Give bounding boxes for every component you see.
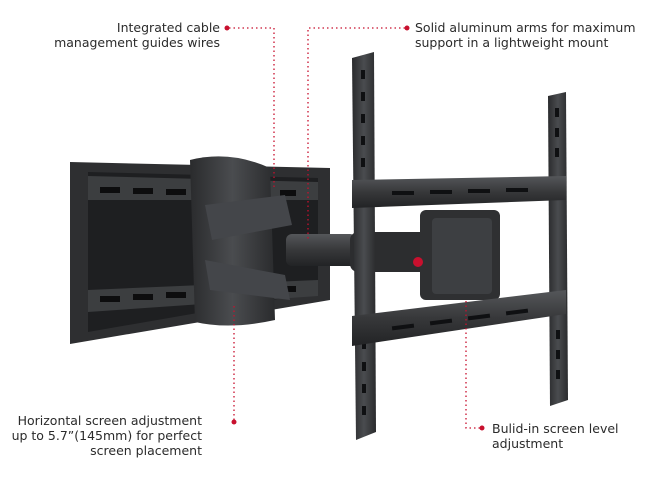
callout-lines bbox=[229, 27, 480, 429]
annotation-horizontal-adjustment: Horizontal screen adjustment up to 5.7”(… bbox=[12, 413, 202, 458]
annotation-line: Integrated cable bbox=[116, 20, 220, 35]
annotation-line: Bulid-in screen level bbox=[492, 421, 619, 436]
annotation-line: up to 5.7”(145mm) for perfect bbox=[11, 428, 202, 443]
annotation-screen-level: Bulid-in screen level adjustment bbox=[492, 421, 619, 451]
annotation-line: support in a lightweight mount bbox=[415, 35, 609, 50]
annotation-line: adjustment bbox=[492, 436, 564, 451]
callout-line-level bbox=[465, 300, 480, 429]
annotation-line: Solid aluminum arms for maximum bbox=[415, 20, 636, 35]
callout-line-arms bbox=[307, 27, 405, 240]
vertical-rail-right bbox=[548, 92, 568, 406]
horizontal-rail-top bbox=[352, 176, 566, 208]
annotation-line: screen placement bbox=[90, 443, 202, 458]
vertical-rail-left bbox=[352, 52, 376, 440]
callout-dots bbox=[224, 25, 485, 431]
horizontal-rail-bottom bbox=[352, 290, 566, 346]
callout-line-cable bbox=[229, 27, 275, 188]
annotation-aluminum-arms: Solid aluminum arms for maximum support … bbox=[415, 20, 636, 50]
annotation-line: management guides wires bbox=[54, 35, 220, 50]
tilt-head bbox=[413, 210, 500, 300]
annotation-cable-management: Integrated cable management guides wires bbox=[54, 20, 220, 50]
annotation-line: Horizontal screen adjustment bbox=[17, 413, 202, 428]
